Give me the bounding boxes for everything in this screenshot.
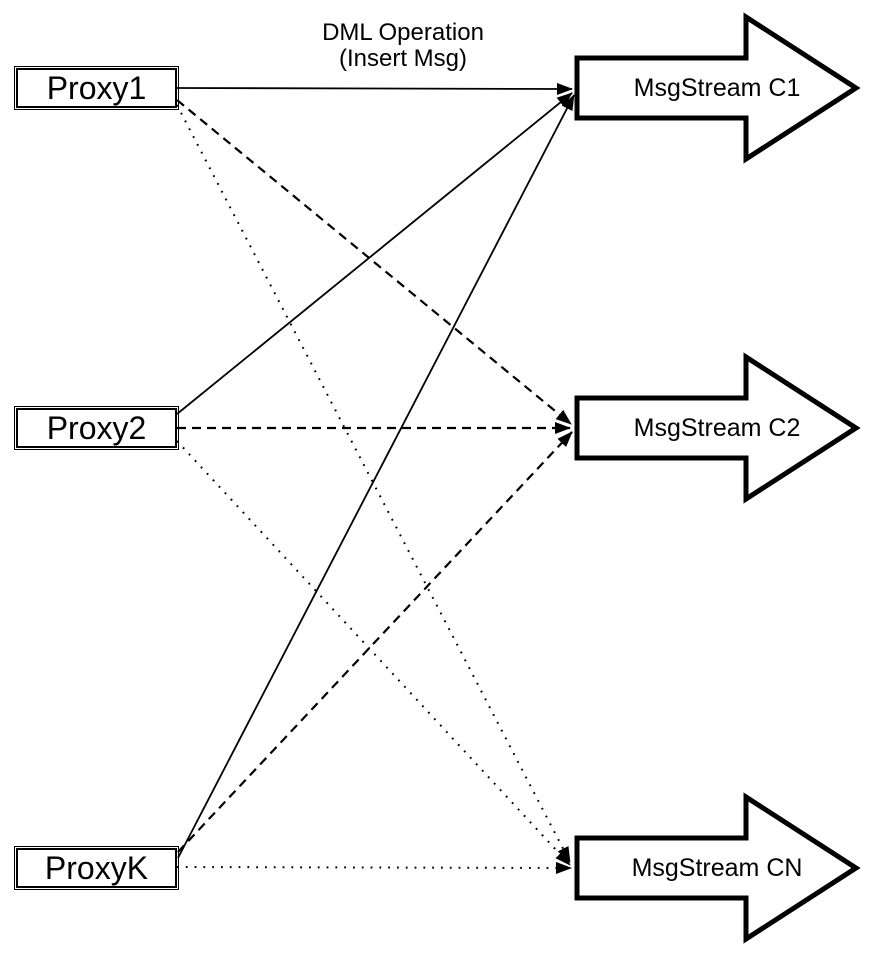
- edge-proxyk-cn: [176, 861, 572, 874]
- msgstream-arrows: [574, 12, 861, 944]
- msgstream-c1-arrow-shape: [574, 12, 861, 164]
- proxy1-box: Proxy1: [14, 66, 179, 110]
- diagram-title-line2: (Insert Msg): [338, 45, 467, 72]
- msgstream-c2-arrow-shape: [574, 352, 861, 504]
- edge-proxy2-cn: [176, 440, 571, 866]
- edge-proxyk-c1: [177, 94, 575, 859]
- proxy1-label: Proxy1: [46, 69, 147, 106]
- msgstream-cn-arrow-shape: [574, 792, 861, 944]
- proxy2-label: Proxy2: [46, 409, 147, 446]
- diagram-title-line1: DML Operation: [322, 19, 484, 46]
- edge-proxy1-c1: [176, 82, 573, 95]
- proxyk-label: ProxyK: [44, 849, 149, 886]
- edge-proxy1-c2: [176, 99, 572, 425]
- edge-proxyk-c2: [177, 431, 573, 853]
- proxy2-box: Proxy2: [14, 406, 179, 450]
- edge-proxy1-cn: [176, 104, 571, 863]
- edge-proxy2-c1: [176, 92, 573, 415]
- diagram-title: DML Operation (Insert Msg): [253, 20, 553, 72]
- edge-lines: [176, 82, 575, 874]
- proxyk-box: ProxyK: [14, 846, 179, 890]
